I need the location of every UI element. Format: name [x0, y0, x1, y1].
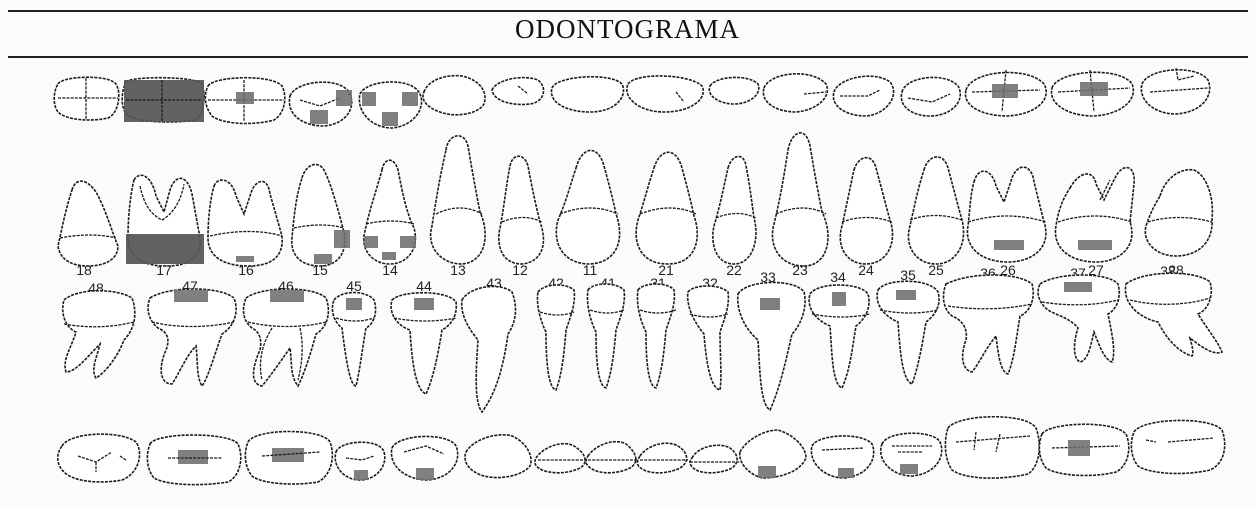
- occlusal-13: [423, 76, 485, 115]
- occlusal-34: [811, 436, 873, 478]
- tooth-13: [431, 136, 486, 264]
- tooth-number-24: 24: [858, 262, 874, 278]
- upper-teeth-row: [58, 133, 1212, 266]
- tooth-number-44: 44: [416, 278, 432, 294]
- tooth-number-34: 34: [830, 269, 846, 285]
- tooth-14: [364, 160, 416, 264]
- occlusal-18: [54, 77, 119, 120]
- tooth-number-14: 14: [382, 262, 398, 278]
- occlusal-11: [551, 77, 623, 112]
- tooth-11: [556, 150, 619, 264]
- tooth-33: [738, 282, 805, 410]
- tooth-18: [58, 181, 118, 266]
- tooth-44: [391, 293, 456, 394]
- tooth-42: [537, 285, 574, 390]
- tooth-32: [688, 286, 729, 390]
- tooth-number-15: 15: [312, 262, 328, 278]
- tooth-15: [292, 164, 350, 266]
- tooth-12: [499, 156, 544, 264]
- tooth-24: [840, 158, 892, 264]
- tooth-48: [63, 291, 135, 378]
- tooth-27: [1055, 168, 1134, 262]
- occlusal-41: [586, 442, 638, 473]
- occlusal-47: [147, 435, 240, 485]
- tooth-38: [1125, 273, 1222, 356]
- tooth-number-16: 16: [238, 262, 254, 278]
- tooth-21: [636, 152, 697, 264]
- occlusal-43: [465, 435, 531, 478]
- occlusal-12: [492, 78, 544, 105]
- tooth-number-23: 23: [792, 262, 808, 278]
- occlusal-24: [833, 76, 893, 116]
- occlusal-15: [289, 82, 352, 126]
- occlusal-28: [1141, 68, 1209, 114]
- tooth-number-18: 18: [76, 262, 92, 278]
- tooth-22: [713, 156, 756, 264]
- occlusal-45: [335, 442, 385, 480]
- tooth-number-17: 17: [156, 262, 172, 278]
- tooth-47: [148, 289, 236, 386]
- occlusal-32: [690, 445, 740, 473]
- tooth-36: [944, 275, 1034, 374]
- occlusal-23: [763, 74, 827, 112]
- occlusal-14: [359, 82, 421, 128]
- occlusal-27: [1051, 70, 1133, 116]
- tooth-number-11: 11: [583, 262, 598, 278]
- tooth-number-25: 25: [928, 262, 944, 278]
- occlusal-31: [637, 443, 688, 473]
- tooth-26: [967, 167, 1046, 262]
- tooth-number-12: 12: [512, 262, 528, 278]
- tooth-31: [637, 284, 676, 388]
- tooth-number-13: 13: [450, 262, 466, 278]
- occlusal-38: [1131, 420, 1224, 473]
- lower-teeth-row: [63, 273, 1222, 412]
- occlusal-16: [205, 78, 284, 124]
- occlusal-48: [58, 434, 140, 482]
- occlusal-37: [1039, 424, 1128, 475]
- tooth-46: [244, 289, 329, 386]
- tooth-34: [809, 285, 870, 388]
- occlusal-42: [535, 444, 588, 473]
- tooth-43: [462, 286, 516, 412]
- tooth-16: [208, 180, 282, 266]
- tooth-45: [332, 293, 375, 387]
- occlusal-46: [245, 432, 332, 485]
- occlusal-35: [881, 433, 942, 476]
- occlusal-22: [709, 77, 758, 104]
- filling-mark: [124, 80, 204, 122]
- tooth-25: [908, 157, 963, 264]
- tooth-17: [126, 175, 204, 266]
- occlusal-36: [945, 417, 1039, 478]
- lower-occlusal-row: [58, 417, 1225, 485]
- tooth-41: [587, 284, 624, 388]
- occlusal-17: [122, 78, 204, 122]
- tooth-37: [1038, 275, 1119, 362]
- tooth-28: [1145, 170, 1212, 256]
- tooth-number-45: 45: [346, 278, 362, 294]
- occlusal-21: [627, 76, 703, 112]
- tooth-number-22: 22: [726, 262, 742, 278]
- occlusal-33: [740, 430, 806, 478]
- tooth-23: [772, 133, 828, 266]
- tooth-35: [877, 281, 939, 384]
- occlusal-44: [391, 436, 457, 480]
- occlusal-26: [965, 70, 1046, 116]
- upper-occlusal-row: [54, 68, 1209, 128]
- upper-tooth-numbers: 18 17 16 15 14 13 12 11 21 22 23 24 25 2…: [76, 262, 1184, 278]
- occlusal-25: [901, 77, 960, 116]
